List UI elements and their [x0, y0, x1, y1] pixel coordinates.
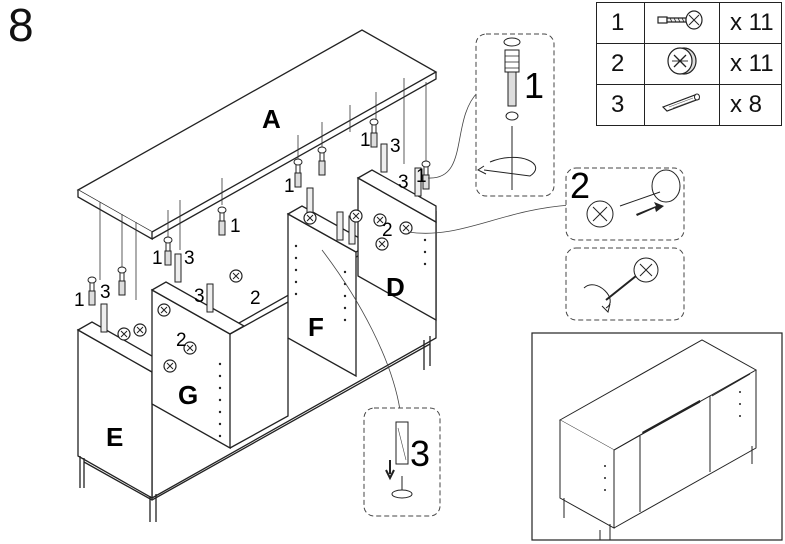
panel-g-label: G — [178, 380, 198, 410]
fitting-label: 2 — [176, 330, 187, 351]
callout-1-label: 1 — [524, 65, 544, 106]
guide-lines — [99, 78, 427, 300]
fitting-label: 2 — [250, 288, 261, 309]
wooden-dowel-icon — [644, 84, 720, 126]
fitting-label: 1 — [152, 248, 163, 269]
fitting-label: 1 — [284, 176, 295, 197]
callout-3-label: 3 — [410, 433, 430, 474]
panel-f-label: F — [308, 312, 324, 342]
fitting-label: 3 — [398, 172, 409, 193]
fitting-label: 1 — [360, 130, 371, 151]
callout-cam-lock: 2 — [565, 165, 685, 321]
parts-row: 2 x 11 — [596, 43, 782, 85]
parts-row: 1 x 11 — [596, 2, 782, 44]
part-index: 3 — [596, 84, 645, 126]
fitting-label: 3 — [100, 282, 111, 303]
callout-dowel: 3 — [363, 407, 441, 517]
part-index: 2 — [596, 43, 645, 85]
panel-e-label: E — [106, 422, 123, 452]
fitting-labels: 1 3 1 3 1 3 1 1 3 3 1 2 2 2 — [74, 130, 427, 351]
callout-2-label: 2 — [570, 165, 590, 206]
part-quantity: x 11 — [719, 43, 782, 85]
fitting-label: 3 — [184, 248, 195, 269]
part-index: 1 — [596, 2, 645, 44]
panel-a: A — [76, 29, 438, 241]
finished-cabinet-preview — [531, 332, 783, 541]
part-quantity: x 11 — [719, 2, 782, 44]
cam-bolt-icon — [644, 2, 720, 44]
callout-connectors — [321, 91, 571, 411]
fitting-label: 1 — [416, 166, 427, 187]
panel-d-label: D — [386, 272, 405, 302]
parts-table: 1 x 11 2 x 11 3 — [596, 2, 782, 126]
fitting-label: 3 — [194, 286, 205, 307]
fitting-label: 2 — [382, 220, 393, 241]
parts-row: 3 x 8 — [596, 84, 782, 126]
fitting-label: 1 — [74, 290, 85, 311]
pre-drilled-holes — [218, 238, 427, 438]
step-number: 8 — [8, 0, 34, 51]
callout-cam-bolt: 1 — [475, 33, 555, 197]
part-quantity: x 8 — [719, 84, 782, 126]
fitting-label: 1 — [230, 216, 241, 237]
fitting-label: 3 — [390, 136, 401, 157]
panel-a-label: A — [262, 104, 281, 134]
